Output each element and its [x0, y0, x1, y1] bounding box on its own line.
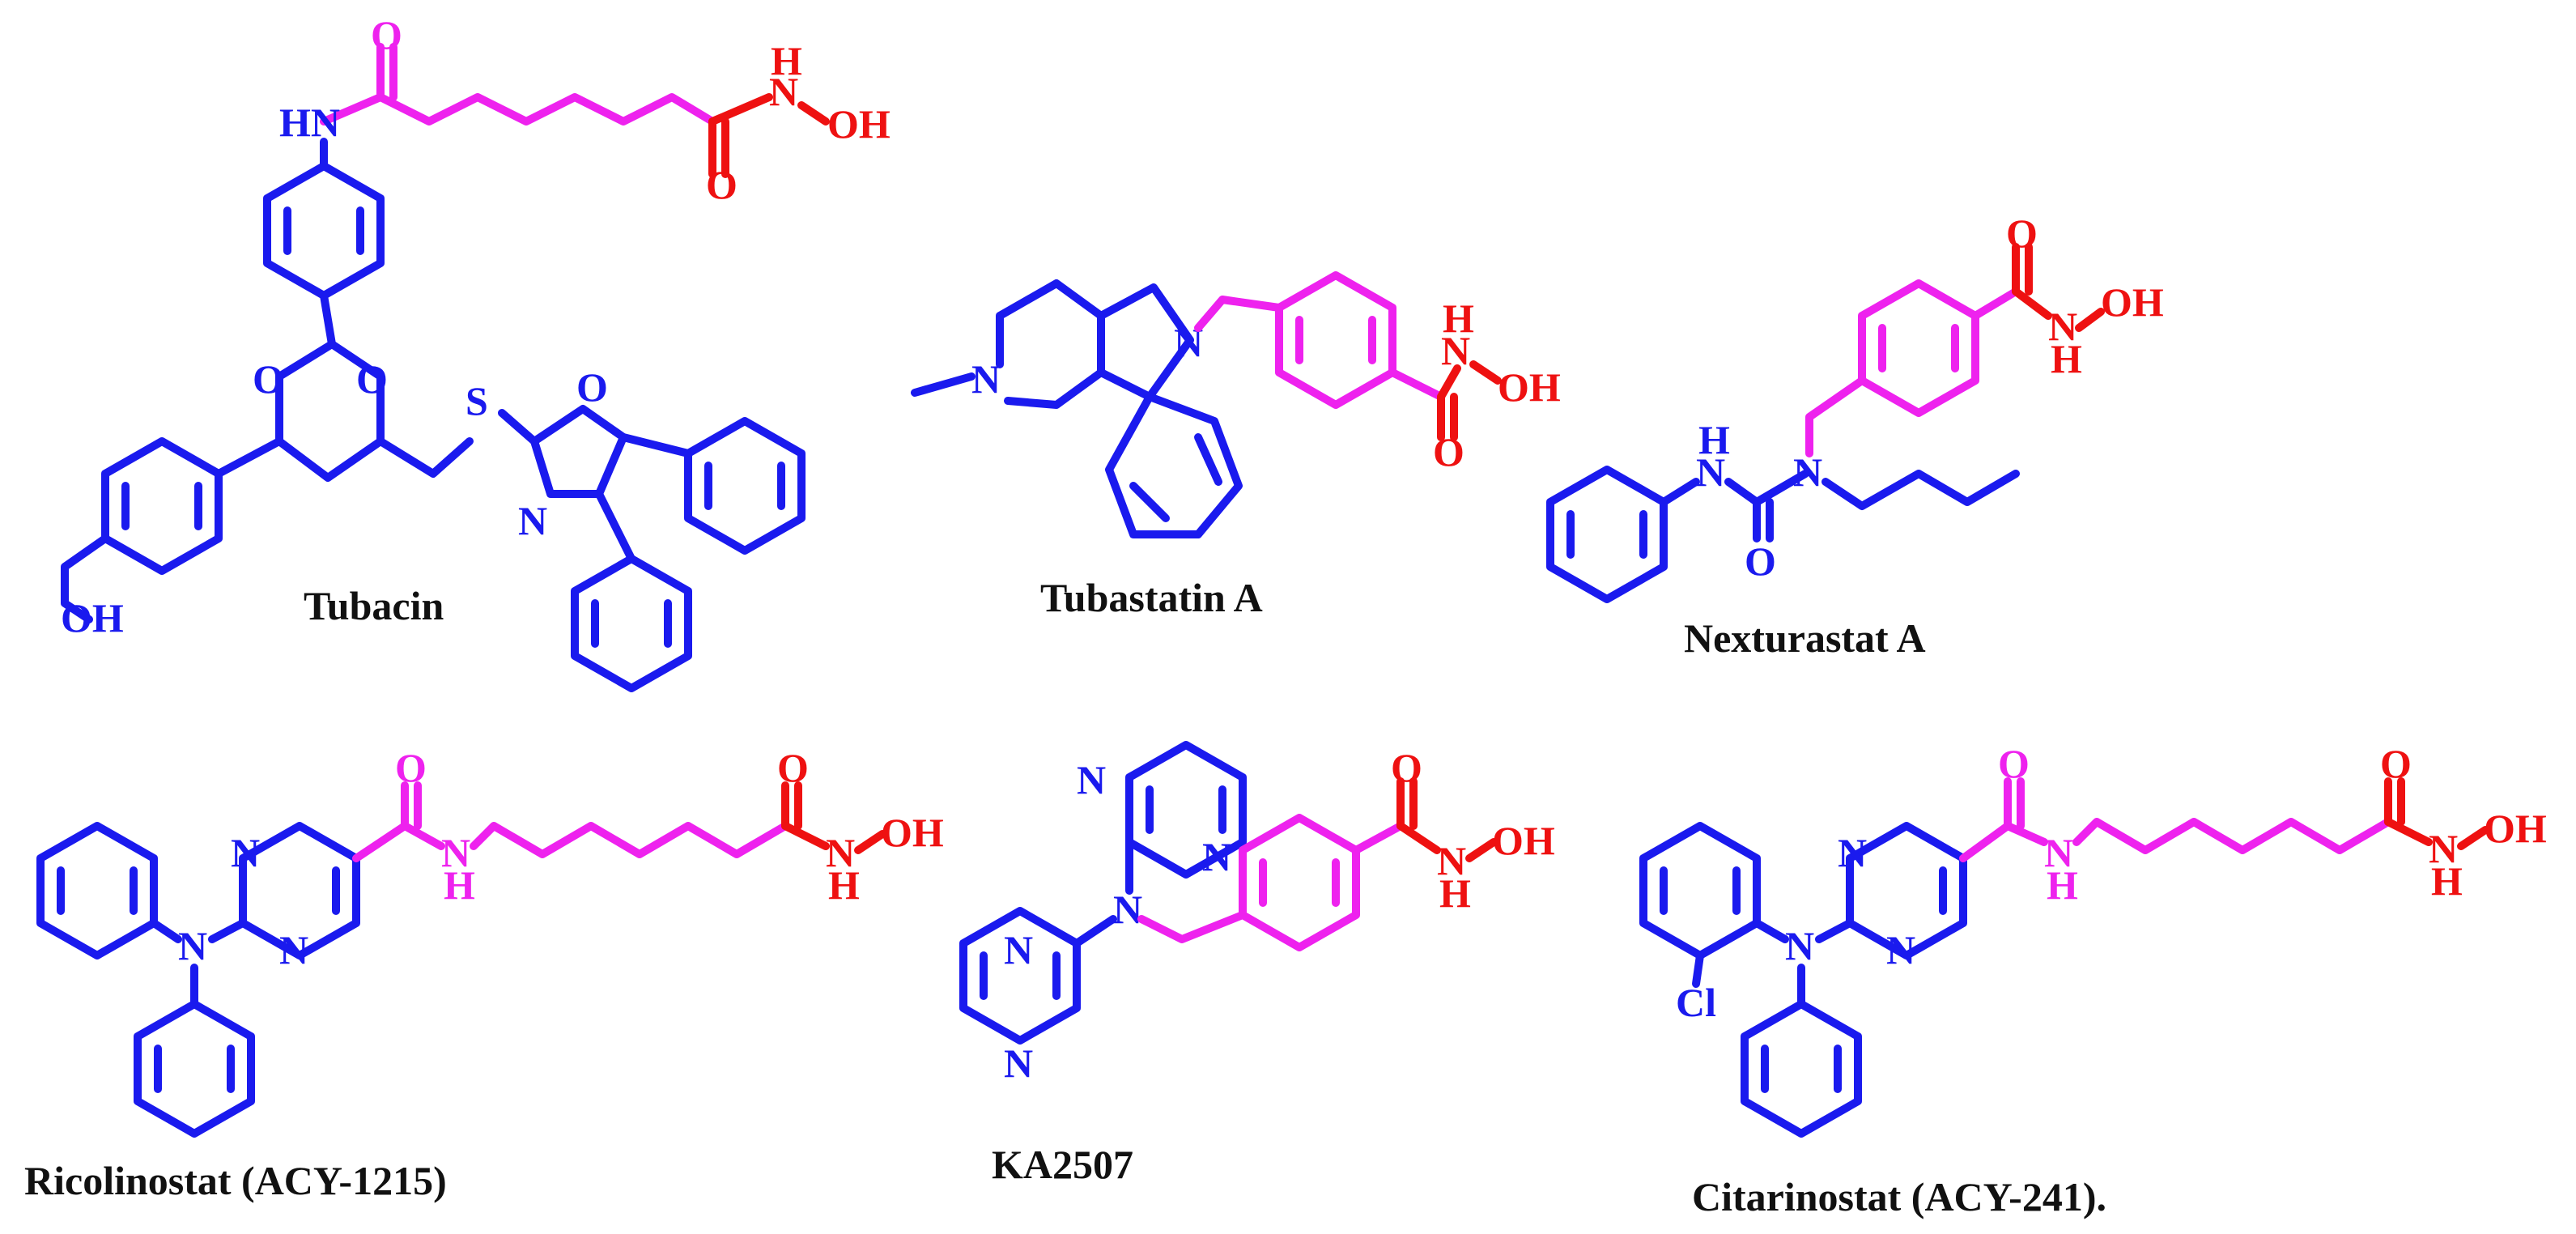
- atom-label: N: [1004, 927, 1033, 972]
- atom-label: H: [1443, 296, 1474, 341]
- atom-label: OH: [61, 595, 124, 640]
- atom-label: N: [769, 69, 798, 114]
- atom-label: O: [1998, 741, 2030, 786]
- atom-label: OH: [1498, 364, 1561, 410]
- atom-label: OH: [1492, 818, 1555, 863]
- atom-label: N: [1202, 834, 1231, 879]
- atom-label: H: [1698, 417, 1730, 462]
- atom-label: N: [2429, 826, 2458, 871]
- atom-label: O: [576, 364, 608, 410]
- tubacin-structure: O O N H OH HN O O OH S O N: [61, 12, 891, 692]
- compound-name: Tubastatin A: [1040, 575, 1263, 620]
- atom-label: N: [1838, 830, 1867, 875]
- atom-label: N: [518, 498, 547, 543]
- tubastatin-a-structure: N N O N H OH Tubastatin A: [911, 271, 1561, 620]
- atom-label: OH: [827, 101, 891, 147]
- atom-label: N: [1437, 838, 1466, 883]
- atom-label: N: [1077, 757, 1106, 802]
- atom-label: HN: [279, 100, 340, 145]
- ricolinostat-structure: N N N O N H O N H OH Ricolinostat (ACY-1…: [24, 745, 944, 1203]
- atom-label: OH: [2101, 279, 2164, 325]
- atom-label: H: [2051, 336, 2082, 381]
- atom-label: OH: [881, 810, 944, 855]
- compound-name: Tubacin: [304, 583, 444, 628]
- atom-label: N: [1441, 328, 1470, 373]
- nexturastat-a-structure: N H O N O N H OH Nexturastat A: [1546, 211, 2164, 661]
- atom-label: H: [2431, 858, 2463, 904]
- atom-label: OH: [2484, 806, 2547, 851]
- compound-name: Nexturastat A: [1684, 615, 1926, 661]
- atom-label: N: [2044, 830, 2073, 875]
- citarinostat-structure: Cl N N N O N H O N H OH Citarinostat (AC…: [1639, 741, 2547, 1219]
- atom-label: O: [1391, 745, 1422, 790]
- atom-label: N: [441, 830, 470, 875]
- atom-label: Cl: [1676, 980, 1716, 1025]
- atom-label: N: [178, 923, 207, 968]
- atom-label: N: [1696, 449, 1725, 495]
- atom-label: O: [2006, 211, 2038, 256]
- atom-label: H: [2047, 862, 2078, 908]
- atom-label: N: [231, 830, 260, 875]
- atom-label: H: [828, 862, 860, 908]
- atom-label: O: [371, 12, 402, 57]
- atom-label: O: [2380, 741, 2412, 786]
- atom-label: N: [1785, 923, 1814, 968]
- compound-name: Citarinostat (ACY-241).: [1692, 1174, 2106, 1219]
- atom-label: N: [279, 927, 308, 972]
- atom-label: O: [356, 356, 388, 402]
- atom-label: S: [465, 378, 488, 423]
- atom-label: N: [1113, 887, 1142, 932]
- atom-label: O: [1745, 538, 1776, 584]
- atom-label: H: [1439, 870, 1471, 916]
- atom-label: N: [1004, 1040, 1033, 1086]
- compound-name: Ricolinostat (ACY-1215): [24, 1158, 447, 1203]
- atom-label: N: [826, 830, 855, 875]
- atom-label: H: [771, 38, 802, 83]
- ka2507-structure: N N N N N O N H OH KA2507: [959, 741, 1555, 1187]
- atom-label: O: [253, 356, 284, 402]
- atom-label: N: [1886, 927, 1915, 972]
- atom-label: H: [444, 862, 475, 908]
- atom-label: O: [777, 745, 809, 790]
- atom-label: O: [395, 745, 427, 790]
- atom-label: N: [2048, 304, 2077, 349]
- atom-label: O: [706, 162, 738, 207]
- compound-name: KA2507: [992, 1142, 1133, 1187]
- atom-label: O: [1433, 429, 1464, 474]
